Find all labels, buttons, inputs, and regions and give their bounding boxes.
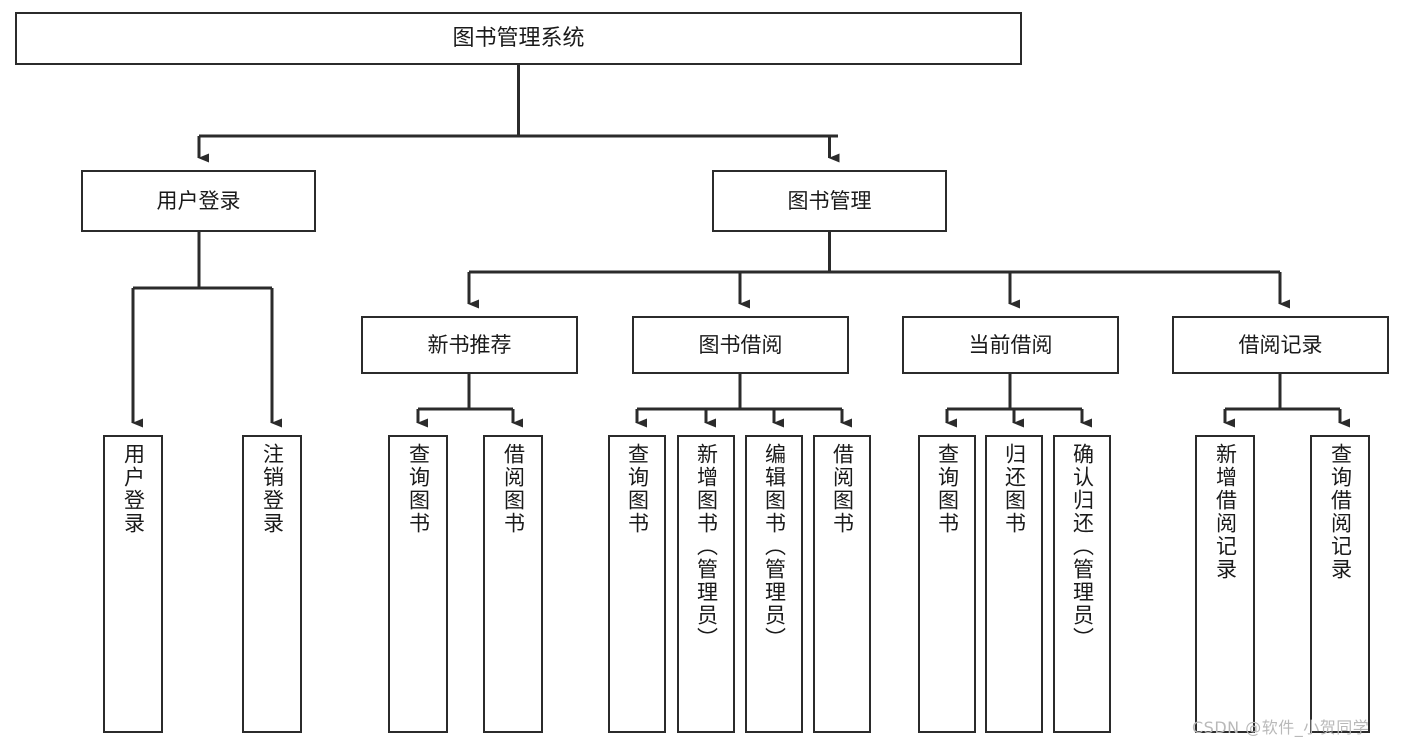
node-current-borrow-label: 当前借阅 xyxy=(968,332,1053,357)
node-leaf-user-login-label: 用户登录 xyxy=(121,443,146,535)
node-book-management[interactable]: 图书管理 xyxy=(712,170,947,232)
node-leaf-query-book-borrow[interactable]: 查询图书 xyxy=(608,435,666,733)
node-leaf-borrow-book-rec[interactable]: 借阅图书 xyxy=(483,435,543,733)
node-leaf-query-book-current-label: 查询图书 xyxy=(935,443,960,535)
node-user-login[interactable]: 用户登录 xyxy=(81,170,316,232)
node-leaf-borrow-book-rec-label: 借阅图书 xyxy=(501,443,526,535)
node-leaf-add-borrow-record[interactable]: 新增借阅记录 xyxy=(1195,435,1255,733)
node-new-book-recommend-label: 新书推荐 xyxy=(427,332,512,357)
node-leaf-query-borrow-record[interactable]: 查询借阅记录 xyxy=(1310,435,1370,733)
node-leaf-logout-login[interactable]: 注销登录 xyxy=(242,435,302,733)
node-book-management-label: 图书管理 xyxy=(787,188,872,213)
node-leaf-add-book-admin[interactable]: 新增图书（管理员） xyxy=(677,435,735,733)
node-leaf-user-login[interactable]: 用户登录 xyxy=(103,435,163,733)
node-root[interactable]: 图书管理系统 xyxy=(15,12,1022,65)
node-current-borrow[interactable]: 当前借阅 xyxy=(902,316,1119,374)
node-borrow-record[interactable]: 借阅记录 xyxy=(1172,316,1389,374)
node-leaf-edit-book-admin[interactable]: 编辑图书（管理员） xyxy=(745,435,803,733)
node-leaf-confirm-return-admin[interactable]: 确认归还（管理员） xyxy=(1053,435,1111,733)
node-user-login-label: 用户登录 xyxy=(156,188,241,213)
node-book-borrow-label: 图书借阅 xyxy=(698,332,783,357)
csdn-watermark: CSDN @软件_小贺同学 xyxy=(1192,718,1370,737)
node-leaf-return-book[interactable]: 归还图书 xyxy=(985,435,1043,733)
node-borrow-record-label: 借阅记录 xyxy=(1238,332,1323,357)
node-leaf-borrow-book[interactable]: 借阅图书 xyxy=(813,435,871,733)
node-leaf-query-book-rec[interactable]: 查询图书 xyxy=(388,435,448,733)
node-leaf-logout-login-label: 注销登录 xyxy=(260,443,285,535)
node-new-book-recommend[interactable]: 新书推荐 xyxy=(361,316,578,374)
node-leaf-query-book-borrow-label: 查询图书 xyxy=(625,443,650,535)
node-leaf-return-book-label: 归还图书 xyxy=(1002,443,1027,535)
node-leaf-query-borrow-record-label: 查询借阅记录 xyxy=(1328,443,1353,581)
node-leaf-add-borrow-record-label: 新增借阅记录 xyxy=(1213,443,1238,581)
node-leaf-add-book-admin-label: 新增图书（管理员） xyxy=(694,443,719,650)
node-root-label: 图书管理系统 xyxy=(452,25,585,51)
node-leaf-query-book-rec-label: 查询图书 xyxy=(406,443,431,535)
node-book-borrow[interactable]: 图书借阅 xyxy=(632,316,849,374)
node-leaf-query-book-current[interactable]: 查询图书 xyxy=(918,435,976,733)
node-leaf-edit-book-admin-label: 编辑图书（管理员） xyxy=(762,443,787,650)
node-leaf-borrow-book-label: 借阅图书 xyxy=(830,443,855,535)
node-leaf-confirm-return-admin-label: 确认归还（管理员） xyxy=(1070,443,1095,650)
